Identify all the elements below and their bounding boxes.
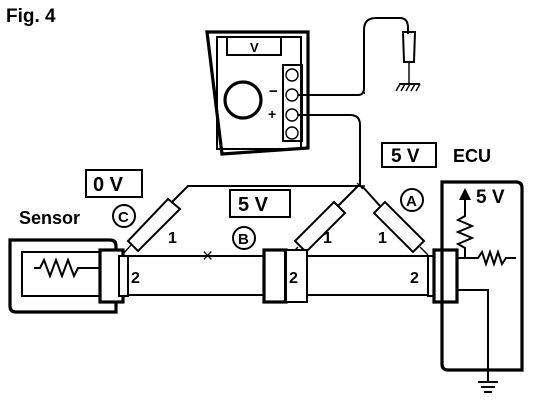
positive-test-lead (298, 114, 361, 186)
ecu-voltage-reading: 5 V (381, 142, 437, 168)
meter-plus-mark: + (268, 106, 276, 122)
sensor-unit (8, 238, 118, 314)
ground-probe (395, 31, 421, 92)
point-a-marker: A (400, 188, 424, 212)
meter-jacks (285, 68, 299, 140)
meter-minus-mark: − (269, 83, 278, 100)
middle-connector (262, 248, 308, 304)
wire-number-sensor-side: 2 (131, 270, 140, 287)
ecu-connector (427, 248, 459, 304)
point-c-marker: C (112, 204, 136, 228)
probe-a (372, 200, 429, 256)
wire-number-b-probe: 1 (323, 230, 332, 247)
wire-number-a-probe: 1 (378, 230, 387, 247)
sensor-label: Sensor (19, 208, 80, 228)
svg-text:0 V: 0 V (93, 174, 124, 196)
ecu-pullup-resistor (455, 212, 475, 258)
figure-label: Fig. 4 (6, 6, 56, 27)
svg-text:A: A (406, 193, 417, 210)
svg-text:C: C (118, 209, 129, 226)
ecu-label: ECU (453, 146, 491, 166)
meter-dial-knob (223, 80, 263, 120)
point-b-voltage-reading: 5 V (229, 189, 291, 218)
point-b-marker: B (232, 226, 256, 250)
voltmeter: V − + (205, 30, 310, 156)
negative-test-lead (298, 17, 409, 96)
ecu-supply-voltage: 5 V (476, 187, 505, 208)
meter-display: V (250, 40, 259, 55)
wire-number-ecu-side: 2 (410, 270, 419, 287)
sensor-voltage-reading: 0 V (85, 169, 143, 198)
open-circuit-mark: × (202, 246, 213, 267)
svg-text:B: B (238, 231, 249, 248)
sensor-connector (98, 248, 129, 304)
probe-b (290, 200, 347, 255)
sensor-resistor (34, 257, 102, 279)
wire-number-middle: 2 (289, 270, 298, 287)
wire-number-c-probe: 1 (168, 230, 177, 247)
svg-text:5 V: 5 V (391, 146, 420, 167)
svg-text:5 V: 5 V (238, 194, 269, 216)
meter-display-window (226, 36, 282, 56)
ecu-unit (440, 180, 524, 393)
